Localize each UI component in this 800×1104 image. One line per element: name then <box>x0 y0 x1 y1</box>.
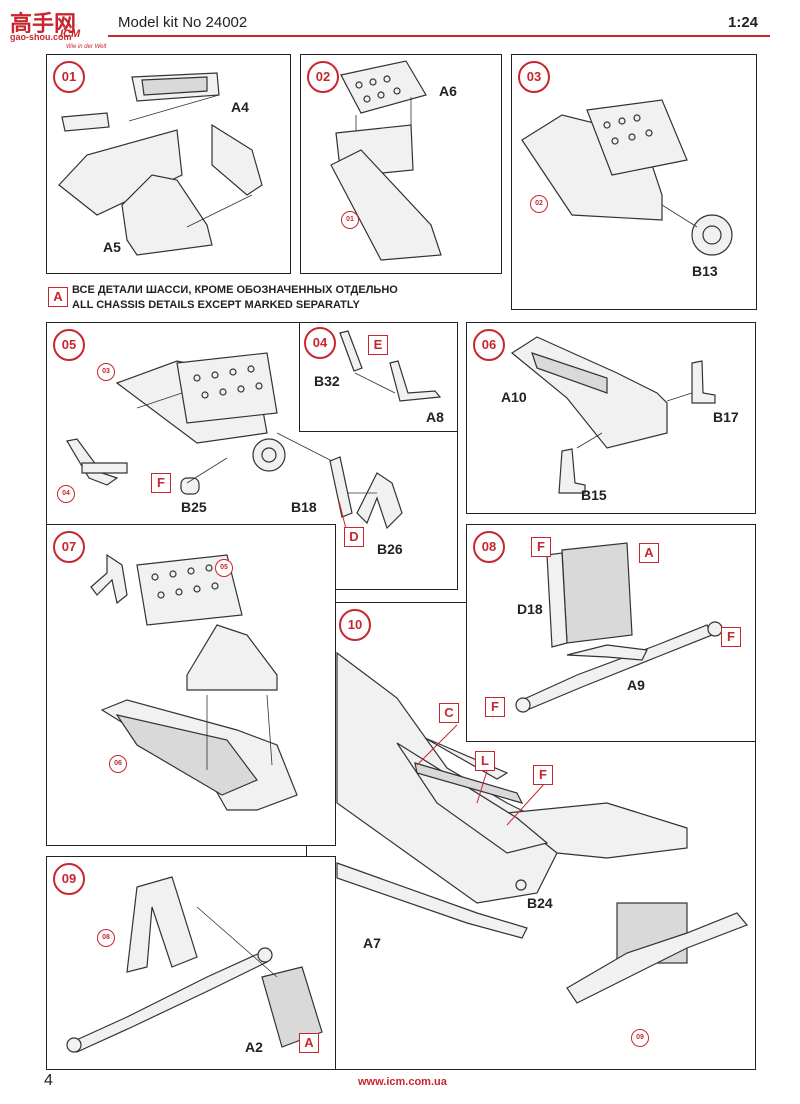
ref-circle-02: 02 <box>530 195 548 213</box>
part-label-a7: A7 <box>363 935 381 951</box>
part-box-f-top: F <box>531 537 551 557</box>
step-10-illustration <box>336 651 748 1004</box>
part-label-a5: A5 <box>103 239 121 255</box>
part-label-b15: B15 <box>581 487 607 503</box>
step-07-illustration <box>90 553 298 811</box>
part-label-b26: B26 <box>377 541 403 557</box>
note-box-a: A <box>48 287 68 307</box>
ref-circle-09: 09 <box>631 1029 649 1047</box>
step-08-panel: 08 F A F F D18 A9 <box>466 524 756 742</box>
part-box-a: A <box>639 543 659 563</box>
step-number: 07 <box>53 531 85 563</box>
brand-tagline: Wie in der Welt <box>66 44 107 50</box>
part-label-a10: A10 <box>501 389 527 405</box>
part-box-f-right: F <box>721 627 741 647</box>
part-label-b13: B13 <box>692 263 718 279</box>
part-box-d: D <box>344 527 364 547</box>
step-02-illustration <box>330 60 442 261</box>
step-number: 05 <box>53 329 85 361</box>
step-number: 09 <box>53 863 85 895</box>
step-01-panel: 01 A4 A5 <box>46 54 291 274</box>
model-kit-title: Model kit No 24002 <box>118 14 248 31</box>
step-number: 10 <box>339 609 371 641</box>
ref-circle-03: 03 <box>97 363 115 381</box>
step-06-panel: 06 A10 B17 B15 <box>466 322 756 514</box>
step-06-illustration <box>510 336 716 494</box>
step-07-panel: 07 05 06 <box>46 524 336 846</box>
page-number: 4 <box>44 1072 53 1089</box>
step-05-illustration <box>66 352 403 534</box>
part-label-a6: A6 <box>439 83 457 99</box>
step-09-panel: 09 08 A A2 <box>46 856 336 1070</box>
step-number: 01 <box>53 61 85 93</box>
part-box-l: L <box>475 751 495 771</box>
step-08-illustration <box>515 542 723 713</box>
part-label-a9: A9 <box>627 677 645 693</box>
header-divider <box>108 35 770 37</box>
step-number: 04 <box>304 327 336 359</box>
part-box-f-left: F <box>485 697 505 717</box>
step-number: 03 <box>518 61 550 93</box>
part-label-b25: B25 <box>181 499 207 515</box>
note-line-ru: ВСЕ ДЕТАЛИ ШАССИ, КРОМЕ ОБОЗНАЧЕННЫХ ОТД… <box>72 284 398 296</box>
step-number: 08 <box>473 531 505 563</box>
part-label-b17: B17 <box>713 409 739 425</box>
ref-circle-06: 06 <box>109 755 127 773</box>
step-03-panel: 03 02 B13 <box>511 54 757 310</box>
ref-circle-04: 04 <box>57 485 75 503</box>
footer-url[interactable]: www.icm.com.ua <box>358 1076 447 1088</box>
ref-circle-08: 08 <box>97 929 115 947</box>
note-line-en: ALL CHASSIS DETAILS EXCEPT MARKED SEPARA… <box>72 299 360 311</box>
step-04-panel: 04 E B32 A8 <box>299 322 458 432</box>
part-label-a8: A8 <box>426 409 444 425</box>
part-label-a4: A4 <box>231 99 249 115</box>
part-box-a: A <box>299 1033 319 1053</box>
step-04-illustration <box>339 330 442 402</box>
part-label-b18: B18 <box>291 499 317 515</box>
ref-circle-05: 05 <box>215 559 233 577</box>
step-03-illustration <box>521 99 733 256</box>
logo-cn-text: 高手网 <box>10 12 77 37</box>
part-label-b32: B32 <box>314 373 340 389</box>
part-box-f: F <box>151 473 171 493</box>
part-box-f: F <box>533 765 553 785</box>
ref-circle-01: 01 <box>341 211 359 229</box>
step-01-illustration <box>58 72 263 256</box>
brand-logo: ICM <box>60 28 81 40</box>
part-label-d18: D18 <box>517 601 543 617</box>
logo-site-text: gao-shou.com <box>10 32 72 42</box>
step-02-panel: 02 01 A6 <box>300 54 502 274</box>
part-box-e: E <box>368 335 388 355</box>
part-label-a2: A2 <box>245 1039 263 1055</box>
part-label-b24: B24 <box>527 895 553 911</box>
step-number: 02 <box>307 61 339 93</box>
part-box-c: C <box>439 703 459 723</box>
step-09-illustration <box>66 876 323 1053</box>
step-number: 06 <box>473 329 505 361</box>
scale-label: 1:24 <box>728 14 759 31</box>
